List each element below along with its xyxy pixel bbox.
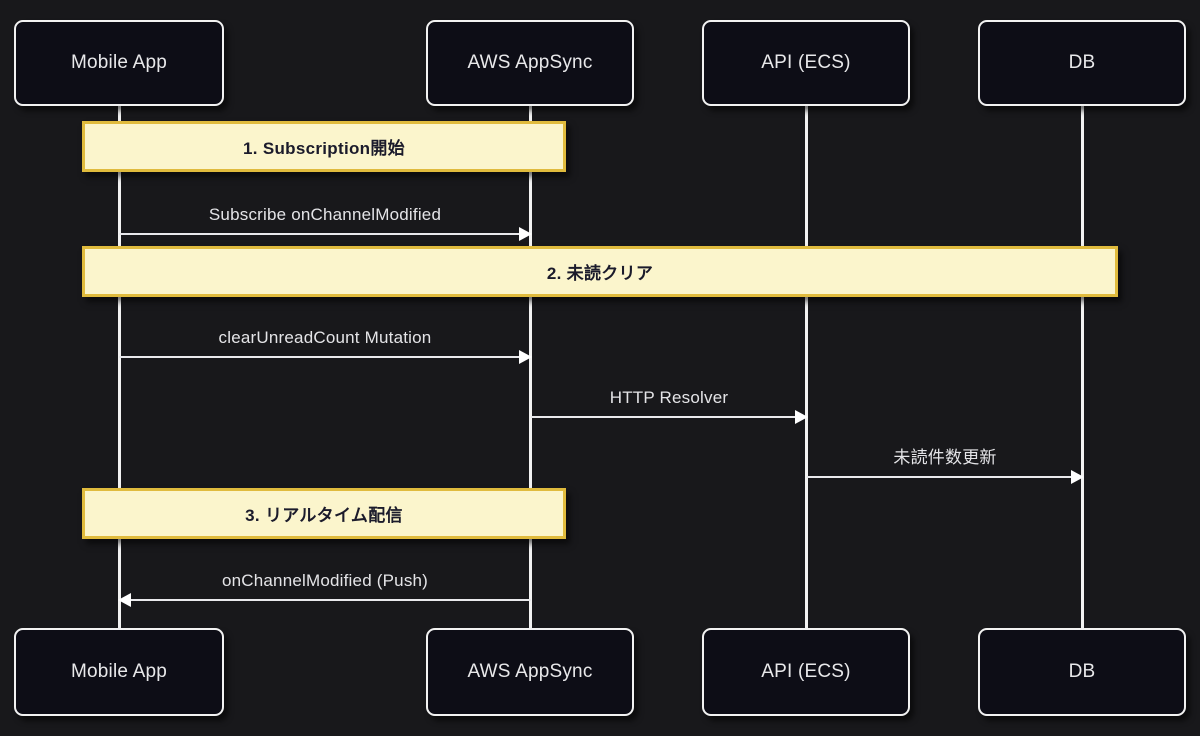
- note-label: 1. Subscription開始: [243, 139, 405, 158]
- note-label: 3. リアルタイム配信: [245, 506, 403, 525]
- participant-box-aws-appsync-top[interactable]: AWS AppSync: [426, 20, 634, 106]
- participant-label: Mobile App: [70, 661, 167, 682]
- participant-label: AWS AppSync: [467, 661, 593, 682]
- note-label: 2. 未読クリア: [546, 264, 654, 283]
- message-label: onChannelModified (Push): [221, 571, 429, 590]
- participant-box-mobile-app-top[interactable]: Mobile App: [14, 20, 224, 106]
- participant-label: Mobile App: [70, 52, 167, 73]
- participant-label: DB: [1068, 52, 1096, 73]
- lifeline-mobile-app: [118, 106, 121, 628]
- participant-label: AWS AppSync: [467, 52, 593, 73]
- participant-label: API (ECS): [761, 52, 851, 73]
- note-subscription-start[interactable]: 1. Subscription開始: [82, 121, 566, 172]
- message-line: [119, 233, 531, 235]
- message-label: HTTP Resolver: [609, 388, 729, 407]
- participant-box-api-ecs-top[interactable]: API (ECS): [702, 20, 910, 106]
- message-line: [807, 476, 1083, 478]
- message-label: clearUnreadCount Mutation: [218, 328, 432, 347]
- arrowhead-right-icon: [1071, 470, 1084, 484]
- arrowhead-right-icon: [795, 410, 808, 424]
- message-line: [119, 356, 531, 358]
- lifeline-api-ecs: [805, 106, 808, 628]
- note-unread-clear[interactable]: 2. 未読クリア: [82, 246, 1118, 297]
- arrowhead-left-icon: [118, 593, 131, 607]
- lifeline-db: [1081, 106, 1084, 628]
- participant-box-db-top[interactable]: DB: [978, 20, 1186, 106]
- note-realtime-delivery[interactable]: 3. リアルタイム配信: [82, 488, 566, 539]
- message-line: [119, 599, 531, 601]
- participant-box-aws-appsync-bottom[interactable]: AWS AppSync: [426, 628, 634, 716]
- participant-label: API (ECS): [761, 661, 851, 682]
- message-label: Subscribe onChannelModified: [208, 205, 442, 224]
- participant-label: DB: [1068, 661, 1096, 682]
- arrowhead-right-icon: [519, 227, 532, 241]
- participant-box-db-bottom[interactable]: DB: [978, 628, 1186, 716]
- lifeline-aws-appsync: [529, 106, 532, 628]
- participant-box-api-ecs-bottom[interactable]: API (ECS): [702, 628, 910, 716]
- message-label: 未読件数更新: [893, 448, 997, 467]
- arrowhead-right-icon: [519, 350, 532, 364]
- message-line: [531, 416, 807, 418]
- participant-box-mobile-app-bottom[interactable]: Mobile App: [14, 628, 224, 716]
